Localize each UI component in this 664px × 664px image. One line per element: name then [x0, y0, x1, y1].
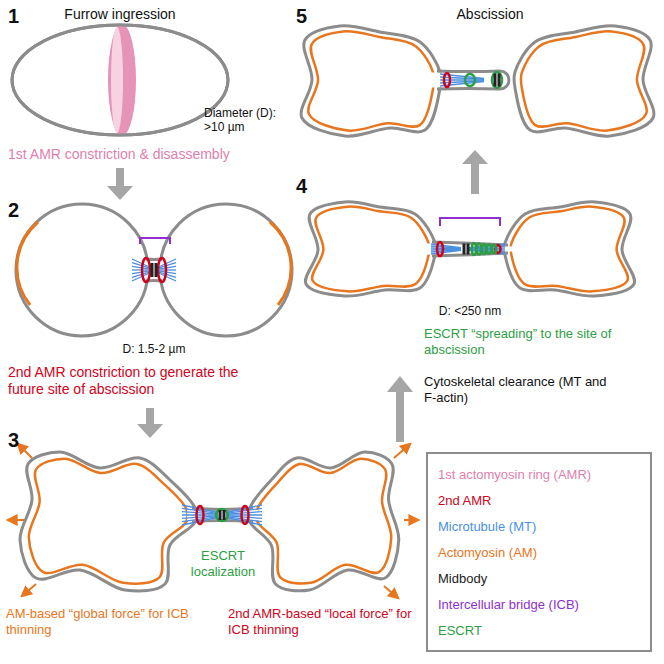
microtubules: [182, 505, 262, 525]
annotation: ESCRT “spreading” to the site of absciss…: [424, 326, 614, 357]
midbody: [219, 510, 226, 520]
escrt: [216, 509, 228, 521]
second-amr: [242, 506, 249, 524]
second-amr: [437, 242, 443, 256]
annotation: AM-based “global force” for ICB thinning: [6, 606, 206, 637]
actomyosin-cortex: [312, 207, 430, 292]
cell-outline: [305, 202, 436, 296]
dividing-cell: [12, 24, 228, 136]
legend-entry: Midbody: [438, 566, 640, 592]
annotation: Cytoskeletal clearance (MT and F-actin): [424, 374, 614, 405]
escrt-spiral: [492, 245, 496, 253]
cell-outline: [20, 452, 197, 591]
escrt-spiral: [472, 243, 476, 255]
actomyosin-cortex: [308, 31, 434, 130]
actomyosin-cortex: [521, 31, 647, 130]
legend-entry: Microtubule (MT): [438, 514, 640, 540]
step-number: 1: [8, 4, 28, 28]
legend-entry: Intercellular bridge (ICB): [438, 592, 640, 618]
intercellular-bridge: [432, 71, 509, 89]
cell-outline: [249, 452, 399, 591]
actomyosin-cortex: [29, 459, 188, 584]
force-arrows: [8, 444, 418, 598]
escrt-spiral: [477, 244, 481, 255]
legend-box: 1st actomyosin ring (AMR)2nd AMRMicrotub…: [426, 452, 652, 652]
step-number: 2: [8, 198, 28, 222]
legend-entry: 2nd AMR: [438, 488, 640, 514]
daughter-cells: [16, 204, 292, 336]
midbody: [494, 74, 501, 87]
legend-entry: Actomyosin (AM): [438, 540, 640, 566]
cell-outline: [301, 26, 441, 136]
escrt: [492, 72, 502, 88]
midbody: [151, 263, 158, 277]
escrt-spiral: [487, 245, 491, 254]
cell-outline: [514, 26, 654, 136]
actomyosin-cortex: [510, 207, 628, 292]
midbody: [463, 244, 470, 255]
annotation: Furrow ingression: [20, 6, 220, 23]
second-amr: [444, 73, 450, 87]
step-number: 5: [296, 4, 316, 28]
second-amr: [197, 506, 204, 524]
annotation: Diameter (D): >10 µm: [204, 106, 290, 135]
annotation: D: <250 nm: [420, 304, 520, 318]
annotation: 2nd AMR-based “local force” for ICB thin…: [228, 606, 420, 637]
step-number: 4: [296, 174, 316, 198]
annotation: D: 1.5-2 µm: [104, 342, 204, 356]
legend-entry: 1st actomyosin ring (AMR): [438, 462, 640, 488]
escrt: [465, 74, 475, 86]
annotation: 2nd AMR constriction to generate the fut…: [8, 364, 248, 398]
intercellular-bridge: [427, 242, 513, 256]
annotation: Abscission: [430, 6, 550, 23]
microtubules: [440, 74, 484, 86]
microtubules: [132, 259, 176, 281]
icb-bracket: [440, 218, 500, 226]
escrt-spiral: [482, 244, 486, 254]
actomyosin-cortex: [256, 459, 391, 584]
annotation: 1st AMR constriction & disassembly: [8, 146, 288, 163]
second-amr: [158, 258, 166, 282]
second-amr: [142, 258, 150, 282]
cell-outline: [504, 202, 635, 296]
legend-entry: ESCRT: [438, 618, 640, 644]
step-number: 3: [8, 428, 28, 452]
annotation: ESCRT localization: [180, 548, 266, 579]
